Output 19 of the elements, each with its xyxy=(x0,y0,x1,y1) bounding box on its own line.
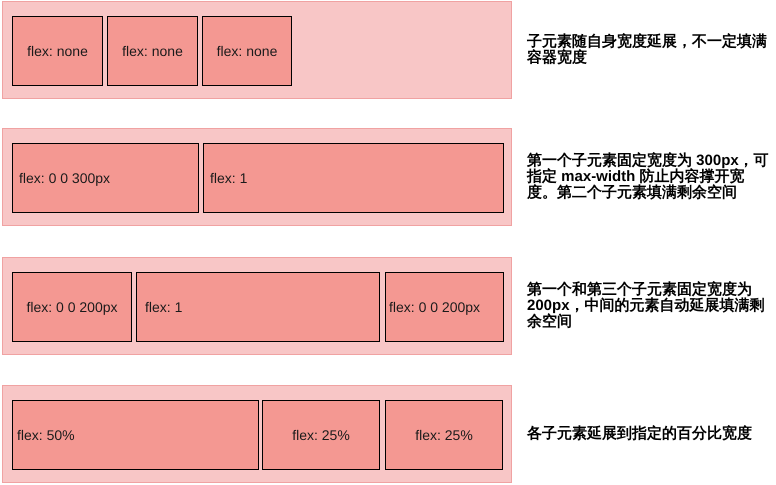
flex-container xyxy=(2,1,512,99)
description-text: 第一个和第三个子元素固定宽度为200px，中间的元素自动延展填满剩余空间 xyxy=(527,282,766,330)
flex-item: flex: 1 xyxy=(136,272,380,342)
flex-item: flex: 25% xyxy=(262,400,380,470)
description-text: 第一个子元素固定宽度为 300px，可指定 max-width 防止内容撑开宽度。第二个子元素填满剩余空间 xyxy=(527,153,770,201)
flex-item: flex: 0 0 200px xyxy=(385,272,504,342)
flex-item: flex: 1 xyxy=(203,143,504,213)
flex-container xyxy=(2,257,512,355)
flex-item: flex: 0 0 200px xyxy=(12,272,132,342)
flex-item: flex: 50% xyxy=(12,400,259,470)
flex-item: flex: none xyxy=(12,16,103,86)
description-text: 各子元素延展到指定的百分比宽度 xyxy=(527,426,752,442)
flex-item: flex: 25% xyxy=(385,400,503,470)
flex-container xyxy=(2,128,512,226)
flex-item: flex: none xyxy=(107,16,198,86)
flex-container xyxy=(2,385,512,483)
flex-item: flex: none xyxy=(202,16,292,86)
description-text: 子元素随自身宽度延展，不一定填满容器宽度 xyxy=(527,34,768,66)
flex-item: flex: 0 0 300px xyxy=(12,143,199,213)
